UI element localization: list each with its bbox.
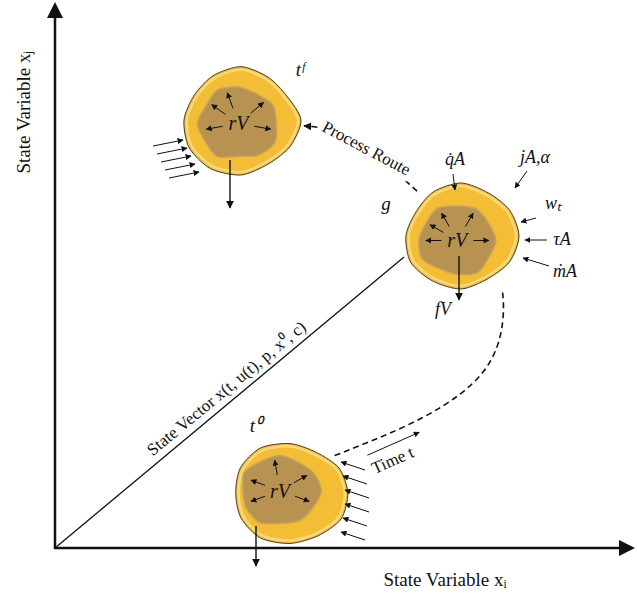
edge-label: Process Route — [316, 116, 416, 181]
flux-label: ṁA — [553, 262, 577, 282]
process-path — [335, 291, 504, 456]
reaction-arrow — [294, 475, 307, 482]
reaction-arrow — [430, 225, 443, 233]
phase-rim — [187, 70, 298, 173]
reaction-arrow — [251, 496, 265, 501]
flux-label: jA,α — [520, 148, 550, 168]
flux-arrow — [153, 140, 183, 146]
y-axis-arrowhead — [47, 2, 63, 18]
phase-rim — [409, 186, 516, 286]
reaction-arrow — [254, 126, 270, 129]
edge-label: Time t — [369, 444, 417, 479]
state-label: t⁰ — [250, 416, 262, 437]
state-vector-label: State Vector x(t, u(t), p, x⁰, c) — [144, 318, 310, 460]
reaction-arrow — [442, 213, 450, 226]
flux-arrow — [345, 504, 369, 512]
axis-label: State Variable xⱼ — [14, 51, 35, 174]
reaction-arrow — [227, 93, 233, 109]
phase-rim — [238, 446, 344, 540]
x-axis-arrowhead — [619, 540, 635, 556]
state-label: g — [381, 194, 391, 215]
reaction-label: rV — [447, 229, 467, 251]
reaction-arrow — [426, 240, 442, 241]
reaction-arrow — [473, 240, 489, 241]
reaction-arrow — [275, 460, 278, 475]
state-blob: grV — [400, 180, 522, 292]
axis-label: State Variable xᵢ — [383, 570, 506, 591]
reaction-arrow — [251, 480, 265, 485]
volume-force-arrow — [255, 526, 256, 566]
flux-arrow — [453, 174, 455, 190]
flux-arrow — [157, 148, 187, 154]
flux-label: wₜ — [545, 194, 561, 214]
volume-force-arrow — [229, 160, 230, 208]
outer-phase — [236, 443, 348, 543]
flux-label: τA — [553, 230, 570, 250]
reaction-arrow — [295, 496, 309, 501]
state-blob: t⁰rV — [228, 438, 352, 548]
flux-arrow — [341, 462, 365, 470]
inner-phase — [419, 206, 496, 275]
flux-arrow — [161, 156, 191, 162]
flux-arrow — [343, 476, 367, 484]
state-vector-line — [55, 257, 404, 548]
flux-arrow — [525, 240, 547, 241]
flux-arrow — [523, 258, 549, 266]
reaction-arrow — [206, 126, 222, 129]
state-label: tᶠ — [296, 60, 305, 81]
volume-force-arrow — [458, 256, 459, 300]
flux-arrow — [343, 518, 367, 526]
reaction-label: rV — [228, 112, 248, 134]
force-label: fV — [435, 300, 451, 320]
flux-arrow — [165, 164, 195, 170]
outer-phase — [406, 183, 519, 289]
state-blob: tᶠ rV — [178, 62, 304, 178]
flux-arrow — [169, 172, 199, 178]
inner-phase — [197, 87, 276, 158]
flux-arrow — [515, 171, 527, 188]
reaction-arrow — [212, 105, 226, 115]
flux-label: q̇A — [445, 150, 465, 170]
reaction-label: rV — [270, 480, 290, 502]
outer-phase — [184, 67, 301, 175]
x-axis — [54, 547, 622, 550]
flux-arrow — [345, 490, 369, 498]
reaction-arrow — [251, 102, 264, 113]
flux-arrow — [341, 532, 365, 540]
inner-phase — [243, 455, 322, 523]
y-axis — [54, 14, 57, 549]
reaction-arrow — [465, 213, 473, 226]
flux-arrow — [521, 218, 536, 222]
